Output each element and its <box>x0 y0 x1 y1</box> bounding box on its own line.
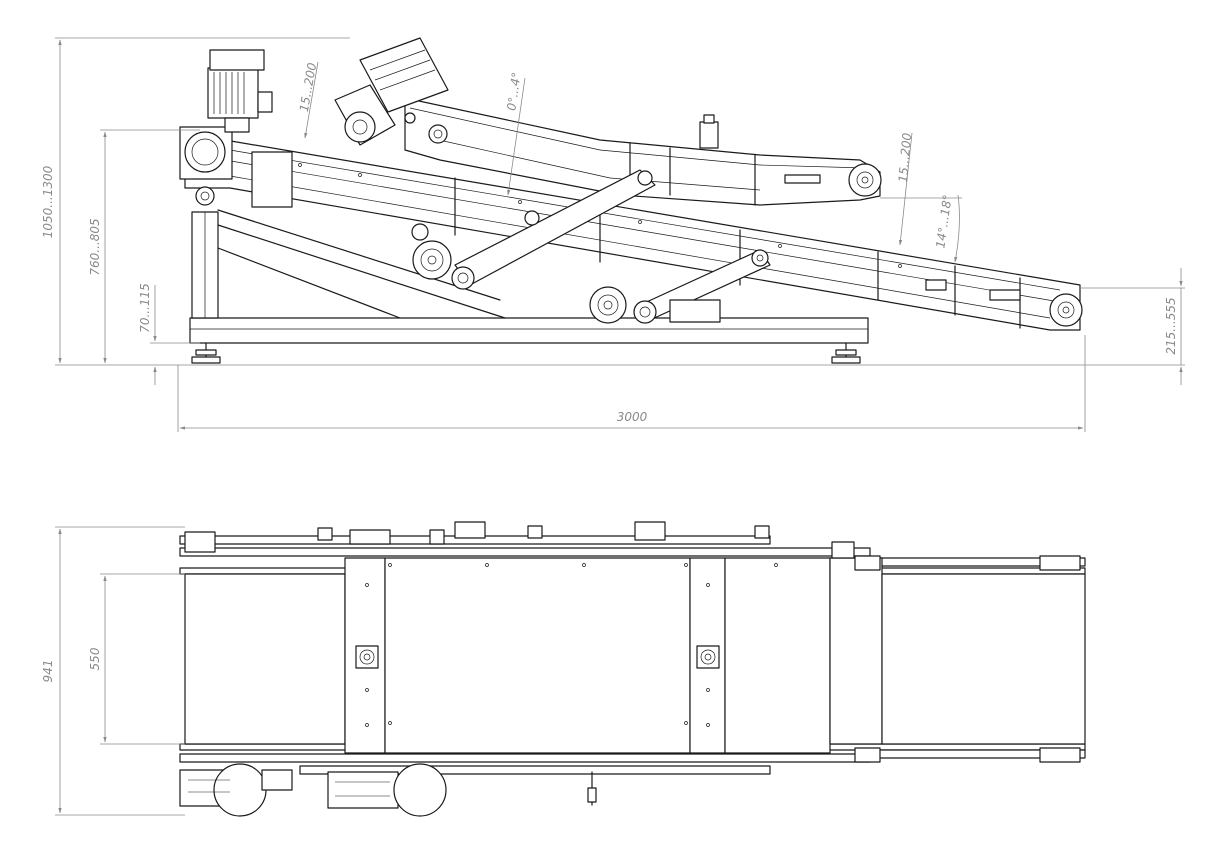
foot-left <box>191 342 221 364</box>
dim-inlet-height: 760...805 <box>88 218 102 275</box>
top-view: 941 550 <box>41 521 1086 817</box>
belt-section-left <box>184 573 346 745</box>
dim-total-height: 1050...1300 <box>41 165 55 238</box>
foot-right <box>831 342 861 364</box>
dim-leg-adjust: 70...115 <box>138 283 152 333</box>
lower-tail-pulley <box>989 289 1083 327</box>
mounting-holes <box>365 563 778 727</box>
side-dimensions: 1050...1300 760...805 70...115 215...555… <box>41 37 1185 432</box>
belt-section-mid-right <box>724 557 831 754</box>
motor-left-top-view <box>179 763 293 817</box>
transition-plate <box>829 557 883 745</box>
dim-angle-lower: 14°...18° <box>933 194 954 249</box>
belt-section-right <box>881 573 1086 745</box>
dim-offset-b: 15...200 <box>896 132 914 183</box>
upper-conveyor <box>404 97 882 206</box>
dim-belt-width: 550 <box>88 647 102 670</box>
top-dimensions: 941 550 <box>41 526 185 816</box>
side-view: 1050...1300 760...805 70...115 215...555… <box>41 37 1185 432</box>
motor-right-top-view <box>327 763 447 817</box>
bearing-left <box>355 645 379 669</box>
outlet-end-hardware <box>854 555 1081 763</box>
adjuster-bracket <box>669 299 721 323</box>
adjuster-handwheel-1 <box>412 240 452 280</box>
base-frame <box>189 209 869 364</box>
lower-motor <box>207 49 273 133</box>
lever-handle <box>587 771 597 806</box>
dim-outlet-height: 215...555 <box>1164 297 1178 354</box>
dim-offset-a: 15...200 <box>297 61 319 113</box>
adjuster-handwheel-2 <box>589 286 627 324</box>
lower-drive-drum <box>179 126 233 206</box>
bearing-right <box>696 645 720 669</box>
upper-gearmotor <box>334 37 449 146</box>
belt-section-middle <box>384 557 691 754</box>
lower-conveyor <box>184 139 1081 331</box>
dim-angle-upper: 0°...4° <box>504 71 523 111</box>
dim-total-width: 941 <box>41 660 55 683</box>
dim-total-length: 3000 <box>617 410 648 424</box>
rail-fittings-top <box>184 521 855 559</box>
